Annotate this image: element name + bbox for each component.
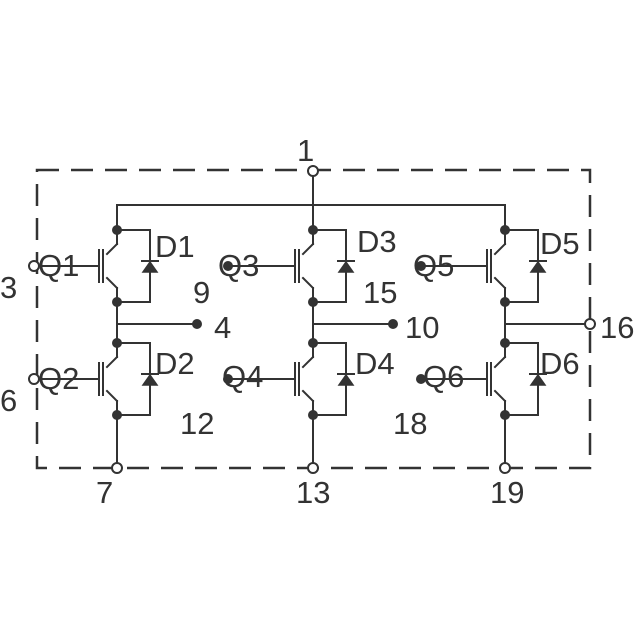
leg-3-high-emitter-lead	[493, 276, 507, 290]
d2-label: D2	[155, 346, 195, 381]
leg-3-low-diode-symbol	[529, 373, 547, 386]
pin-19-label: 19	[490, 475, 524, 510]
leg-2-low-gate-node	[223, 374, 233, 384]
pin-7-label: 7	[96, 475, 113, 510]
pin-1-terminal	[307, 165, 319, 177]
leg-1-high-diode-symbol	[141, 260, 159, 273]
leg-3-high-collector-lead	[493, 242, 507, 256]
q1-label: Q1	[38, 248, 79, 283]
leg-3-low-collector-lead	[493, 355, 507, 369]
leg-3-low-gate-node	[416, 374, 426, 384]
leg-2-high-gate-node	[223, 261, 233, 271]
leg-2-low-collector-lead	[301, 355, 315, 369]
pin-9-label: 9	[193, 275, 210, 310]
leg-1-low-gate-terminal	[28, 373, 40, 385]
pin-16-label: 16	[600, 310, 634, 345]
leg-1-output-node	[192, 319, 202, 329]
leg-3-low-emitter-lead	[493, 389, 507, 403]
q4-label: Q4	[222, 359, 263, 394]
pin-10-label: 10	[405, 310, 439, 345]
d1-label: D1	[155, 229, 195, 264]
leg-2-high-diode-symbol	[337, 260, 355, 273]
d4-label: D4	[355, 346, 395, 381]
d6-label: D6	[540, 346, 580, 381]
leg-2-high-collector-lead	[301, 242, 315, 256]
q2-label: Q2	[38, 361, 79, 396]
leg-2-high-emitter-lead	[301, 276, 315, 290]
leg-3-bottom-terminal	[499, 462, 511, 474]
leg-1-bottom-terminal	[111, 462, 123, 474]
pin-1-label: 1	[297, 133, 314, 168]
d5-label: D5	[540, 226, 580, 261]
pin-13-label: 13	[296, 475, 330, 510]
leg-3-high-gate-node	[416, 261, 426, 271]
leg-3-high-diode-symbol	[529, 260, 547, 273]
leg-2-low-emitter-lead	[301, 389, 315, 403]
leg-1-low-diode-symbol	[141, 373, 159, 386]
q3-label: Q3	[218, 248, 259, 283]
leg-3-output-terminal	[584, 318, 596, 330]
pin-6-label: 6	[0, 383, 17, 418]
bridge-legs	[28, 225, 596, 474]
q6-label: Q6	[423, 359, 464, 394]
leg-2-low-diode-symbol	[337, 373, 355, 386]
pin-12-label: 12	[180, 406, 214, 441]
pin-3-label: 3	[0, 270, 17, 305]
pin-15-label: 15	[363, 275, 397, 310]
leg-1-low-collector-lead	[105, 355, 119, 369]
pin-4-label: 4	[214, 310, 231, 345]
leg-1-high-emitter-lead	[105, 276, 119, 290]
leg-1-high-collector-lead	[105, 242, 119, 256]
pin-18-label: 18	[393, 406, 427, 441]
leg-1-low-emitter-lead	[105, 389, 119, 403]
leg-2-bottom-terminal	[307, 462, 319, 474]
q5-label: Q5	[413, 248, 454, 283]
d3-label: D3	[357, 224, 397, 259]
top-bus	[116, 170, 506, 231]
leg-1-high-gate-terminal	[28, 260, 40, 272]
leg-2-output-node	[388, 319, 398, 329]
